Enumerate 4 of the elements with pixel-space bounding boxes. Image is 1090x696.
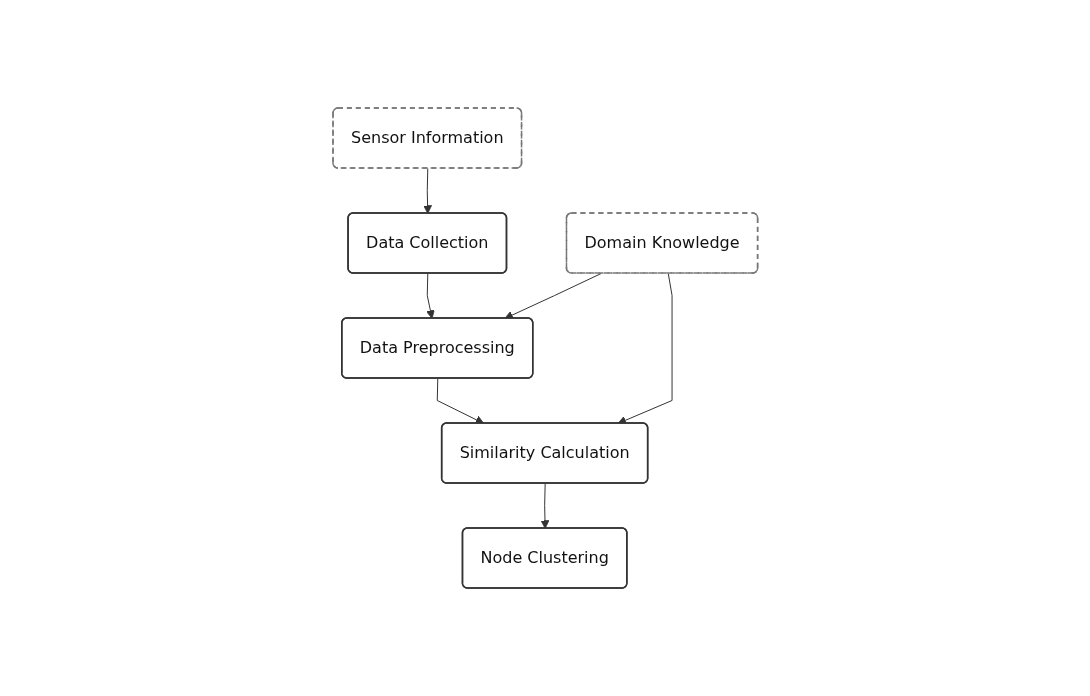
arrow xyxy=(540,483,550,529)
arrow xyxy=(425,273,435,319)
arrow xyxy=(436,378,484,424)
arrow xyxy=(422,168,432,214)
